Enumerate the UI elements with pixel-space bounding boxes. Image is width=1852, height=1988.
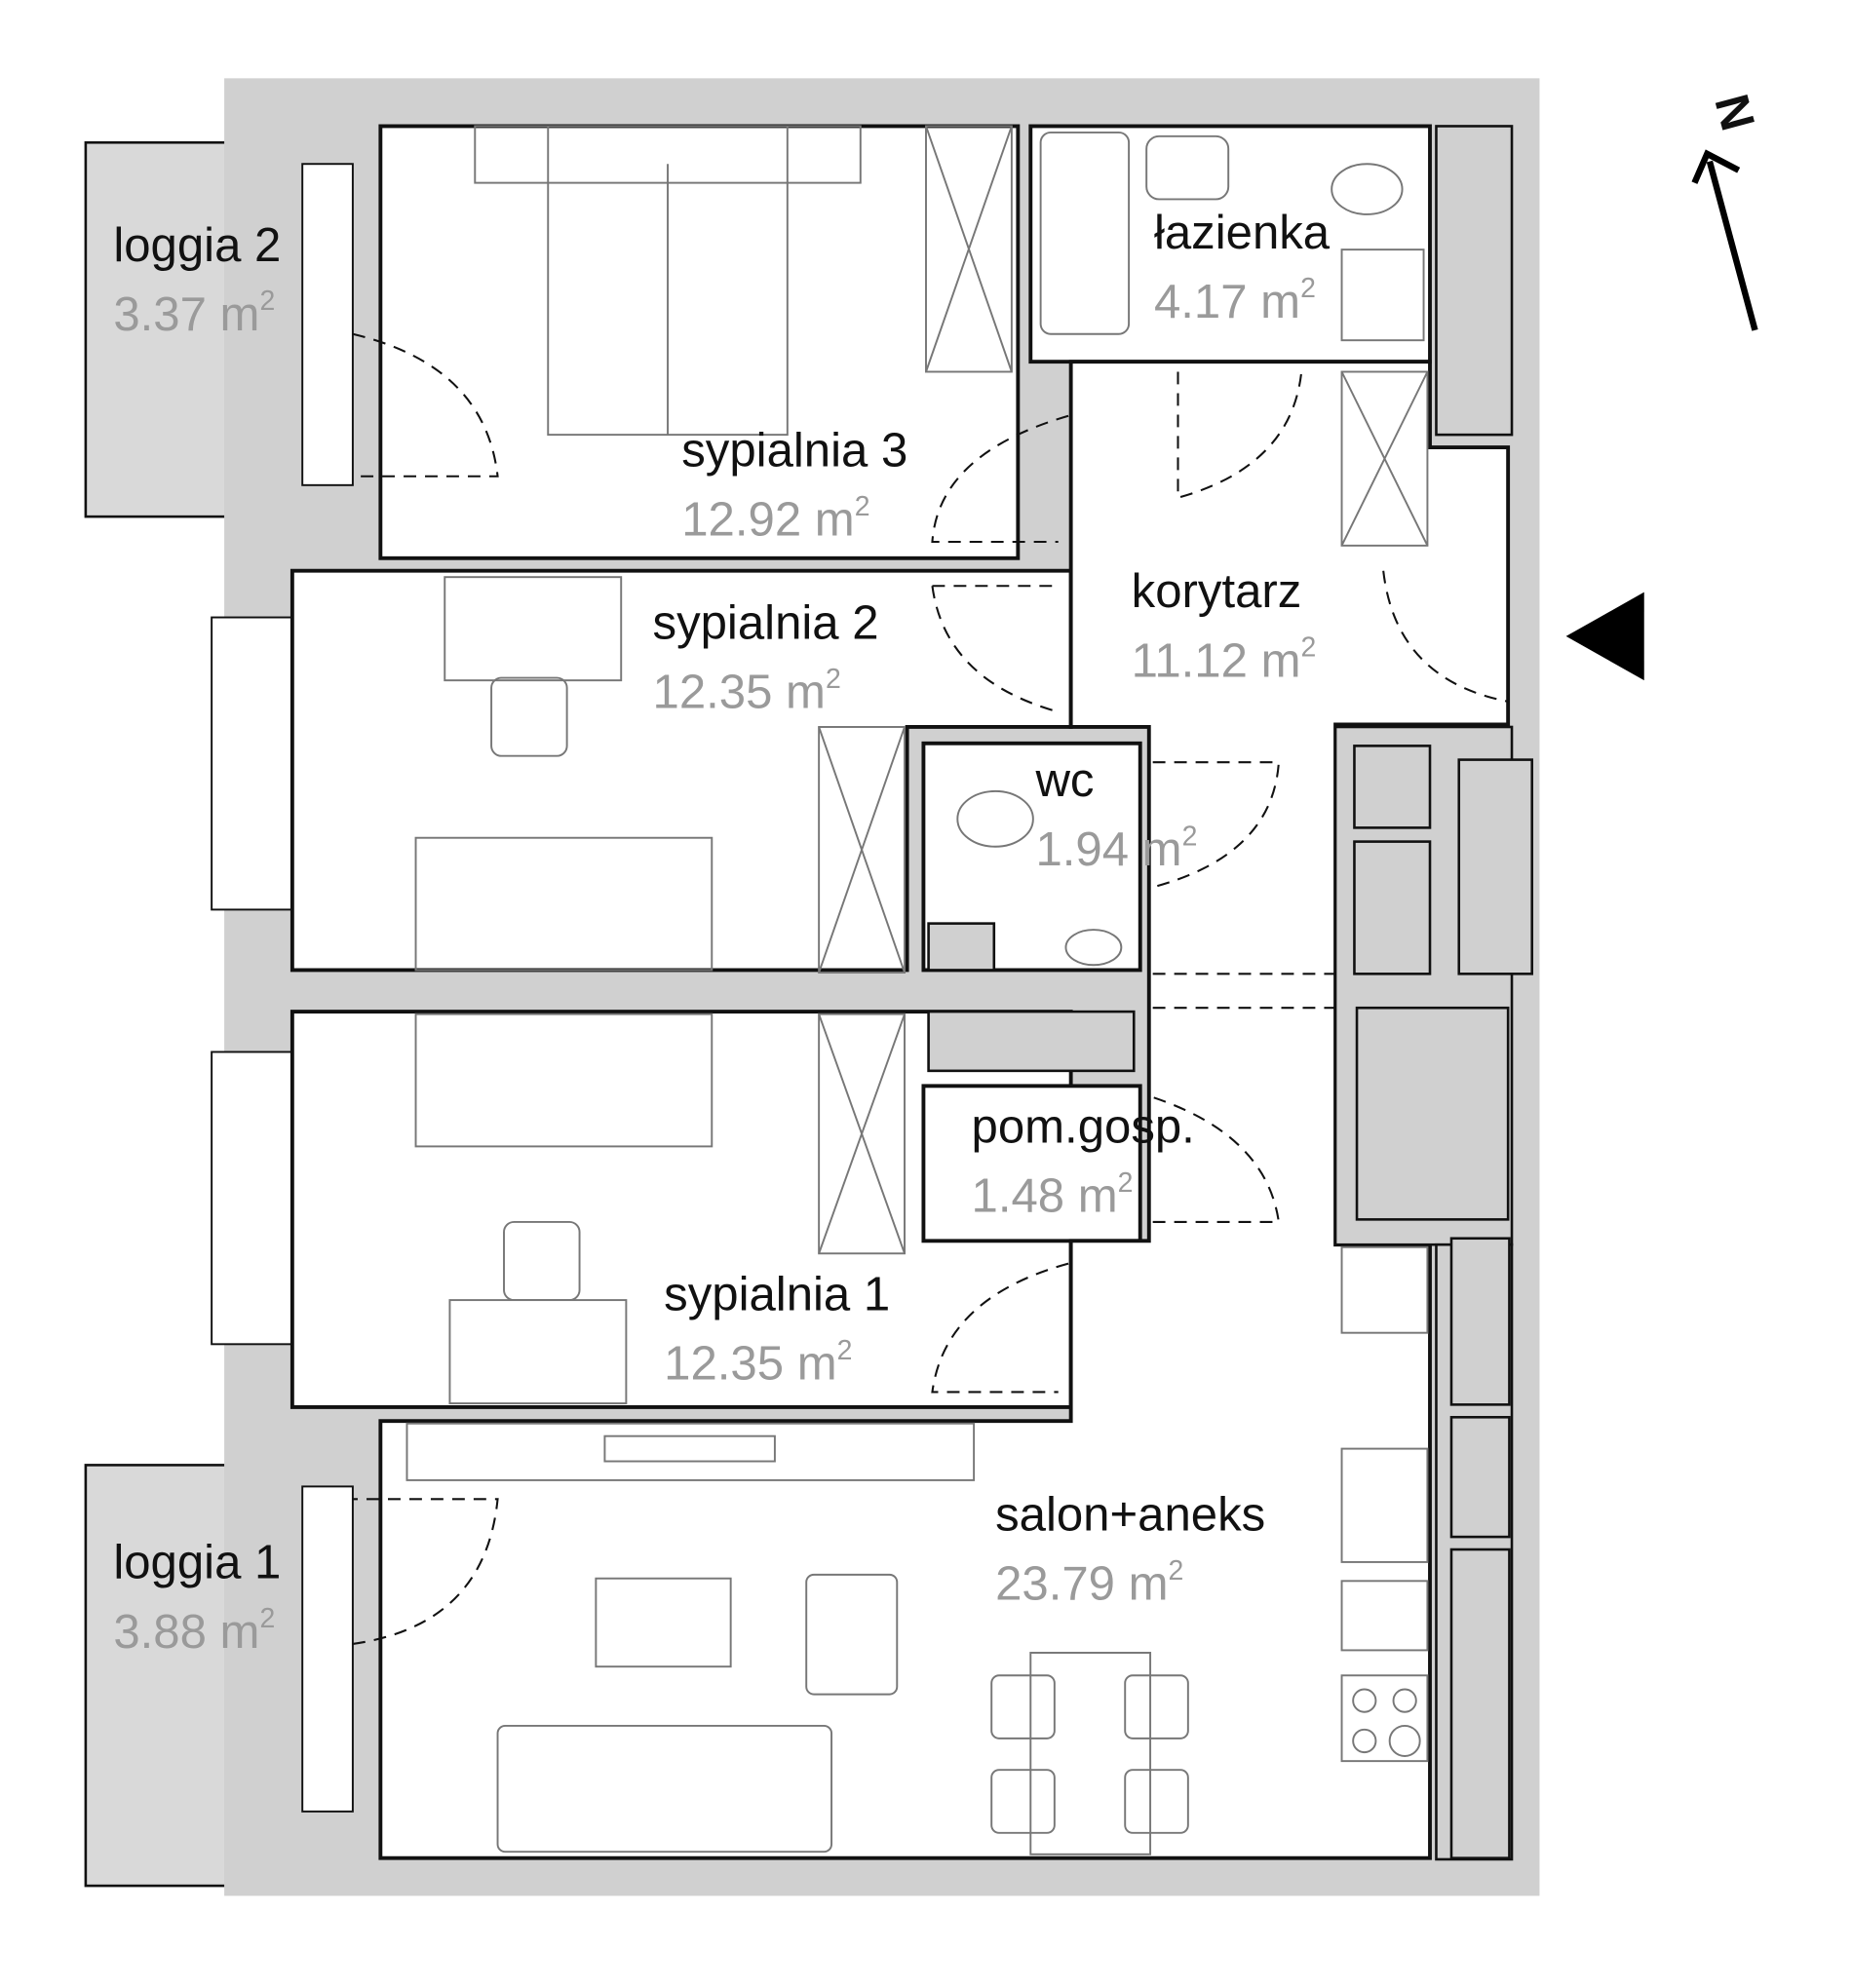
room-area-loggia-1: 3.88 m2: [113, 1603, 275, 1659]
room-name-sypialnia-1: sypialnia 1: [664, 1268, 890, 1320]
entrance-arrow-icon: [1565, 592, 1644, 681]
room-lazienka: [1028, 124, 1432, 364]
room-name-pom-gosp: pom.gosp.: [972, 1101, 1195, 1154]
room-area-salon-aneks: 23.79 m2: [995, 1555, 1183, 1611]
room-name-lazienka: łazienka: [1154, 207, 1331, 259]
north-arrow-icon: [1691, 149, 1758, 331]
doors[interactable]: [352, 332, 1510, 1645]
room-name-sypialnia-2: sypialnia 2: [653, 597, 879, 650]
room-name-wc: wc: [1034, 754, 1094, 807]
room-name-salon-aneks: salon+aneks: [995, 1489, 1265, 1542]
room-name-korytarz: korytarz: [1132, 565, 1302, 618]
room-area-pom-gosp: 1.48 m2: [972, 1167, 1134, 1223]
furniture: [405, 125, 1429, 1855]
north-label: N: [1704, 89, 1763, 135]
room-area-loggia-2: 3.37 m2: [113, 286, 275, 341]
room-pom-gosp: [921, 1084, 1142, 1243]
windows: [211, 163, 354, 1813]
room-area-lazienka: 4.17 m2: [1154, 273, 1316, 328]
room-area-korytarz: 11.12 m2: [1132, 632, 1317, 688]
room-area-sypialnia-2: 12.35 m2: [653, 664, 841, 719]
room-area-sypialnia-3: 12.92 m2: [681, 491, 869, 547]
rooms: [289, 124, 1511, 1860]
room-name-loggia-1: loggia 1: [113, 1537, 281, 1589]
room-labels: loggia 2 3.37 m2 sypialnia 3 12.92 m2 łazien…: [113, 207, 1330, 1659]
room-area-wc: 1.94 m2: [1035, 821, 1197, 876]
room-korytarz-salon: [378, 360, 1511, 1860]
room-name-sypialnia-3: sypialnia 3: [681, 424, 907, 477]
closet-inner: [1353, 745, 1533, 1859]
room-name-loggia-2: loggia 2: [113, 219, 281, 272]
room-area-sypialnia-1: 12.35 m2: [664, 1335, 852, 1391]
room-sypialnia-3: [378, 124, 1021, 560]
